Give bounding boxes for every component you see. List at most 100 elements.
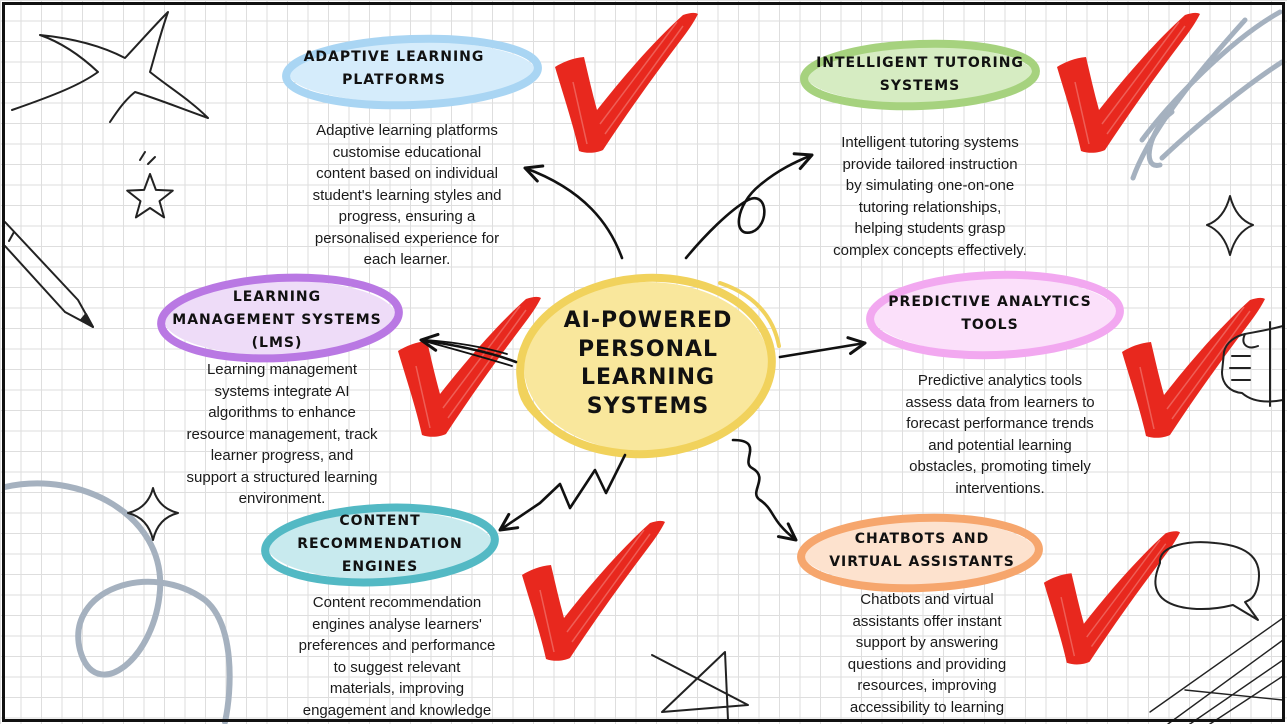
title-line: SYSTEMS [879, 78, 961, 94]
description-line: to suggest relevant [333, 658, 461, 676]
arrow-scribble [423, 340, 513, 367]
description-line: helping students grasp [854, 220, 1006, 237]
speech-bubble-icon [1154, 541, 1260, 621]
node-description-chatbots-virtual-assistants: Chatbots and virtual assistants offer in… [797, 589, 1057, 718]
central-accent-arc [517, 370, 548, 426]
title-line: RECOMMENDATION [297, 536, 463, 552]
checkmark-icon [1043, 530, 1180, 666]
arrow-to-learning-management [419, 332, 518, 364]
title-line: ADAPTIVE LEARNING [303, 49, 485, 65]
node-description-intelligent-tutoring-systems: Intelligent tutoring systems provide tai… [800, 132, 1060, 261]
description-line: progress, ensuring a [338, 208, 476, 225]
bubble-fill [288, 41, 536, 103]
description-line: each learner. [363, 251, 451, 268]
arrow-to-intelligent-tutoring [684, 152, 814, 260]
bubble-fill [267, 510, 493, 580]
node-intelligent-tutoring-systems-bubble [800, 39, 1040, 111]
central-title-line: PERSONAL [577, 336, 719, 362]
node-title-learning-management-systems: LEARNING MANAGEMENT SYSTEMS (LMS) [167, 286, 387, 355]
gray-doodles [2, 9, 1285, 724]
description-line: Chatbots and virtual [860, 591, 994, 608]
node-title-adaptive-learning-platforms: ADAPTIVE LEARNING PLATFORMS [294, 46, 494, 92]
description-line: complex concepts effectively. [833, 241, 1027, 259]
title-line: CONTENT [339, 513, 421, 529]
gray-scribble-top-right [1139, 9, 1283, 143]
bubble-fill [806, 46, 1034, 104]
node-title-chatbots-virtual-assistants: CHATBOTS AND VIRTUAL ASSISTANTS [812, 528, 1032, 574]
bubble-outline [866, 270, 1124, 360]
central-topic-bubble [516, 273, 781, 459]
description-line: environment. [238, 490, 326, 507]
arrow-scribble [425, 339, 508, 355]
gray-scribble-top-right [1146, 109, 1175, 168]
bubble-outline [157, 273, 403, 363]
description-line: interventions. [955, 479, 1045, 497]
node-learning-management-systems-bubble [157, 273, 403, 363]
hand-icon [1221, 321, 1284, 407]
central-accent-arc [718, 281, 781, 348]
node-description-content-recommendation-engines: Content recommendation engines analyse l… [267, 592, 527, 721]
description-line: support by answering [855, 634, 999, 651]
description-line: algorithms to enhance [208, 404, 356, 421]
node-title-intelligent-tutoring-systems: INTELLIGENT TUTORING SYSTEMS [800, 52, 1040, 98]
central-title-line: AI-POWERED [563, 308, 733, 333]
description-line: questions and providing [847, 655, 1007, 673]
description-line: content based on individual [316, 165, 498, 182]
title-line: PREDICTIVE ANALYTICS [888, 294, 1092, 310]
title-line: PLATFORMS [342, 72, 446, 88]
ink-doodles [4, 11, 1284, 724]
description-line: Adaptive learning platforms [316, 122, 498, 139]
description-line: Learning management [206, 361, 358, 378]
title-line: VIRTUAL ASSISTANTS [829, 554, 1015, 570]
bubble-fill [803, 520, 1037, 586]
description-line: student's learning styles and [312, 186, 502, 204]
gray-scribble-top-right [1159, 59, 1285, 161]
title-line: TOOLS [961, 317, 1019, 333]
description-line: resource management, track [186, 425, 378, 443]
title-line: CHATBOTS AND [854, 531, 990, 547]
node-adaptive-learning-platforms-bubble [282, 34, 542, 110]
description-line: tutoring relationships, [858, 198, 1002, 216]
description-line: by simulating one-on-one [845, 177, 1015, 194]
central-topic-title: AI-POWERED PERSONAL LEARNING SYSTEMS [528, 307, 768, 421]
description-line: Predictive analytics tools [917, 372, 1083, 389]
small-star-icon [126, 173, 174, 219]
gray-loop-bottom-left [2, 480, 233, 724]
node-predictive-analytics-tools-bubble [866, 270, 1124, 360]
checkmark-icon [554, 12, 698, 154]
bubble-outline [282, 34, 542, 110]
checkmark-icon [521, 520, 665, 662]
description-line: forecast performance trends [906, 415, 1094, 432]
bubble-fill [872, 277, 1118, 353]
connector-arrows [419, 152, 867, 542]
description-line: assess data from learners to [905, 393, 1095, 411]
description-line: Intelligent tutoring systems [841, 134, 1019, 151]
description-line: personalised experience for [314, 229, 500, 247]
description-line: accessibility to learning [849, 698, 1005, 716]
star-doodle-icon [11, 11, 209, 123]
pencil-icon [4, 221, 94, 328]
title-line: ENGINES [341, 559, 419, 575]
description-line: support a structured learning [186, 468, 378, 486]
arrow-to-chatbots [731, 438, 798, 542]
description-line: materials, improving [329, 680, 465, 697]
description-line: and potential learning [928, 436, 1072, 454]
central-title-line: LEARNING [580, 365, 716, 390]
node-content-recommendation-engines-bubble [261, 503, 499, 587]
description-line: systems integrate AI [214, 382, 350, 400]
node-title-predictive-analytics-tools: PREDICTIVE ANALYTICS TOOLS [870, 291, 1110, 337]
description-line: resources, improving [857, 677, 997, 694]
bubble-outline [261, 503, 499, 587]
bubble-outline [800, 39, 1040, 111]
sparkle-icon [1206, 195, 1254, 256]
node-description-adaptive-learning-platforms: Adaptive learning platforms customise ed… [277, 120, 537, 271]
description-line: preferences and performance [298, 637, 496, 654]
node-description-learning-management-systems: Learning management systems integrate AI… [152, 359, 412, 510]
sparkle-icon [127, 487, 179, 541]
title-line: MANAGEMENT SYSTEMS [172, 312, 382, 328]
hatch-lines [1149, 617, 1284, 724]
node-chatbots-virtual-assistants-bubble [797, 513, 1043, 593]
description-line: engagement and knowledge [302, 701, 492, 719]
description-line: learner progress, and [210, 447, 354, 464]
